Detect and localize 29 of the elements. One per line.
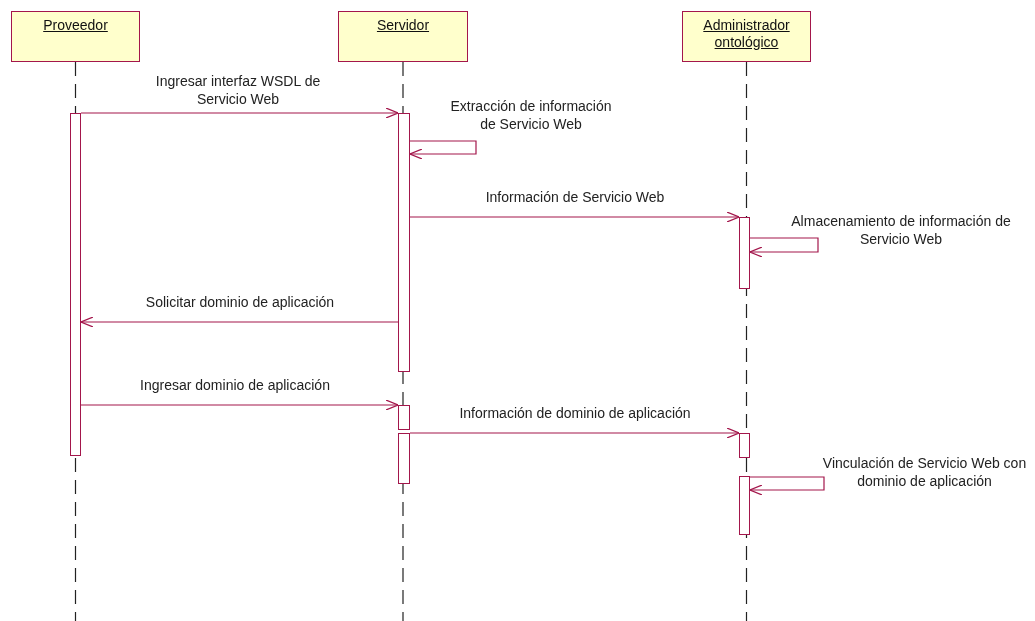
- message-label: Extracción de información de Servicio Web: [449, 97, 613, 133]
- message-label: Información de Servicio Web: [484, 188, 666, 206]
- activation-bar: [70, 113, 81, 456]
- self-message-arrow: [409, 140, 477, 160]
- self-message-arrow: [749, 237, 819, 258]
- message-arrow: [409, 427, 740, 439]
- activation-bar: [739, 476, 750, 535]
- activation-bar: [739, 433, 750, 458]
- message-label: Solicitar dominio de aplicación: [144, 293, 336, 311]
- activation-bar: [739, 217, 750, 289]
- participant-name: Servidor: [376, 17, 430, 34]
- participant-box: [338, 11, 468, 62]
- message-arrow: [80, 316, 399, 328]
- self-message-arrow: [749, 476, 825, 496]
- message-label: Almacenamiento de información de Servicio Web: [790, 212, 1012, 248]
- participant-name: Proveedor: [43, 17, 108, 34]
- message-label: Ingresar interfaz WSDL de Servicio Web: [154, 72, 322, 108]
- participant-name: Administrador ontológico: [702, 17, 791, 51]
- activation-bar: [398, 433, 410, 484]
- message-label: Información de dominio de aplicación: [458, 404, 692, 422]
- activation-bar: [398, 113, 410, 372]
- message-arrow: [80, 399, 399, 411]
- message-label: Vinculación de Servicio Web con dominio de aplicación: [822, 454, 1027, 490]
- participant-box: [682, 11, 811, 62]
- activation-bar: [398, 405, 410, 430]
- message-label: Ingresar dominio de aplicación: [139, 376, 331, 394]
- participant-box: [11, 11, 140, 62]
- message-arrow: [409, 211, 740, 223]
- message-arrow: [80, 107, 399, 119]
